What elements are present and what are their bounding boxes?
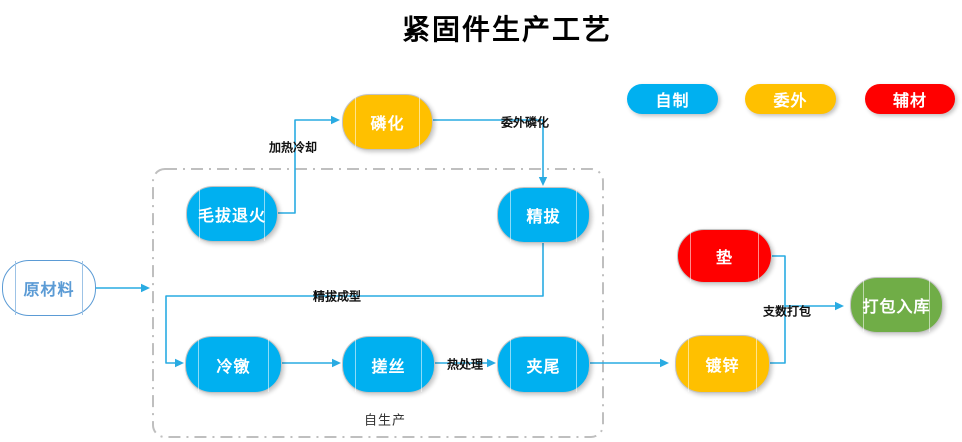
cylinder-seam bbox=[863, 278, 864, 332]
cylinder-seam bbox=[510, 337, 511, 392]
edge-label-count-packing: 支数打包 bbox=[762, 304, 812, 319]
edge-label-heat-cool: 加热冷却 bbox=[268, 140, 318, 155]
legend-auxiliary: 辅材 bbox=[865, 84, 955, 114]
cylinder-seam bbox=[688, 336, 689, 392]
legend-outsourced: 委外 bbox=[745, 84, 836, 114]
cylinder-seam bbox=[576, 337, 577, 392]
cylinder-seam bbox=[758, 230, 759, 282]
node-fine-drawing: 精拔 bbox=[497, 187, 590, 243]
arrowhead-into-phosphating bbox=[331, 115, 340, 125]
node-thread-rolling-label: 搓丝 bbox=[371, 358, 406, 376]
cylinder-seam bbox=[510, 188, 511, 242]
node-thread-rolling: 搓丝 bbox=[342, 336, 435, 393]
node-tail-clamping: 夹尾 bbox=[497, 336, 590, 393]
arrowhead-into-tailclamping bbox=[487, 358, 496, 368]
cylinder-seam bbox=[268, 337, 269, 392]
arrowhead-into-threadrolling bbox=[332, 358, 341, 368]
arrowhead-into-packing bbox=[835, 301, 844, 311]
page-title: 紧固件生产工艺 bbox=[401, 13, 612, 46]
edge-phosphating-to-finedrawing bbox=[433, 119, 544, 177]
node-annealing-label: 毛拔退火 bbox=[197, 208, 266, 225]
self-production-group-border bbox=[152, 168, 604, 438]
cylinder-seam bbox=[355, 95, 356, 149]
legend-self-made: 自制 bbox=[627, 84, 718, 114]
node-annealing: 毛拔退火 bbox=[186, 186, 278, 242]
cylinder-seam bbox=[421, 337, 422, 392]
cylinder-seam bbox=[198, 337, 199, 392]
edge-label-outsourced-phosphating: 委外磷化 bbox=[500, 115, 550, 130]
node-washer-label: 垫 bbox=[715, 250, 733, 267]
legend-outsourced-label: 委外 bbox=[773, 93, 808, 110]
cylinder-seam bbox=[756, 336, 757, 392]
legend-self-made-label: 自制 bbox=[655, 93, 690, 110]
arrowhead-into-galvanizing bbox=[660, 358, 669, 368]
edge-annealing-to-phosphating bbox=[278, 119, 331, 214]
cylinder-seam bbox=[264, 187, 265, 241]
edge-finedrawing-to-coldheading bbox=[165, 243, 544, 364]
node-cold-heading: 冷镦 bbox=[185, 336, 282, 393]
cylinder-seam bbox=[419, 95, 420, 149]
cylinder-seam bbox=[929, 278, 930, 332]
node-phosphating: 磷化 bbox=[342, 94, 433, 150]
node-fine-drawing-label: 精拔 bbox=[526, 209, 561, 226]
cylinder-seam bbox=[355, 337, 356, 392]
arrowhead-into-group bbox=[141, 283, 150, 293]
cylinder-seam bbox=[576, 188, 577, 242]
node-raw-material-label: 原材料 bbox=[23, 282, 75, 299]
node-raw-material: 原材料 bbox=[2, 260, 96, 316]
legend-auxiliary-label: 辅材 bbox=[892, 93, 927, 110]
node-phosphating-label: 磷化 bbox=[370, 116, 405, 133]
node-packing-label: 打包入库 bbox=[862, 299, 931, 316]
cylinder-seam bbox=[690, 230, 691, 282]
node-washer: 垫 bbox=[677, 229, 772, 283]
node-galvanizing-label: 镀锌 bbox=[705, 358, 740, 375]
arrowhead-into-coldheading bbox=[175, 358, 184, 368]
node-galvanizing: 镀锌 bbox=[675, 335, 770, 393]
self-production-group-label: 自生产 bbox=[363, 412, 407, 428]
node-tail-clamping-label: 夹尾 bbox=[526, 358, 561, 376]
cylinder-seam bbox=[82, 261, 83, 315]
cylinder-seam bbox=[15, 261, 16, 315]
node-cold-heading-label: 冷镦 bbox=[216, 358, 251, 376]
edge-label-fine-draw-forming: 精拔成型 bbox=[312, 289, 362, 304]
edge-washer-galvanizing-junction bbox=[770, 255, 786, 364]
arrowhead-into-finedrawing bbox=[538, 177, 548, 186]
cylinder-seam bbox=[199, 187, 200, 241]
edge-label-heat-treatment: 热处理 bbox=[446, 357, 484, 372]
node-packing: 打包入库 bbox=[850, 277, 943, 333]
